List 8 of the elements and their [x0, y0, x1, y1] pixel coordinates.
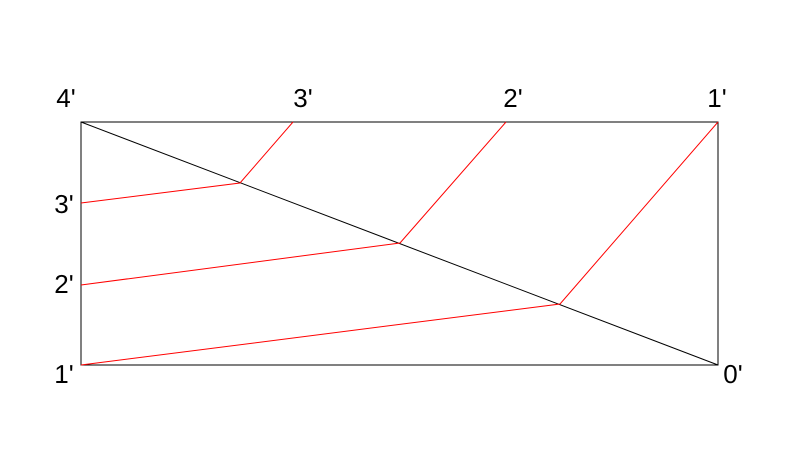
- point-label: 0': [723, 361, 743, 387]
- point-label: 1': [54, 361, 74, 387]
- point-label: 1': [707, 85, 727, 111]
- point-label: 3': [293, 85, 313, 111]
- point-label: 4': [56, 85, 76, 111]
- point-label: 2': [503, 85, 523, 111]
- point-label: 3': [54, 191, 74, 217]
- point-label: 2': [54, 271, 74, 297]
